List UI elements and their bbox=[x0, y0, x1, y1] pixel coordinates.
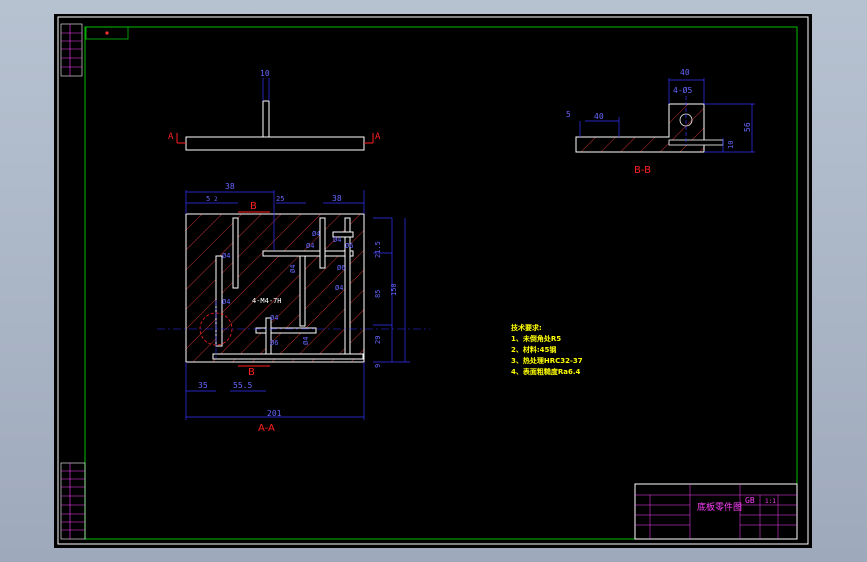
b-dim-40-mid: 40 bbox=[594, 112, 604, 121]
tech-notes-heading: 技术要求: bbox=[511, 323, 542, 332]
section-a-caption: A-A bbox=[258, 423, 275, 434]
dim-25: 25 bbox=[276, 195, 284, 203]
outer-frame bbox=[57, 16, 809, 545]
part-name: 底板零件图 bbox=[697, 501, 742, 513]
hole-label-3: Ø4 bbox=[306, 242, 314, 250]
section-b-caption: B-B bbox=[634, 165, 651, 176]
hole-label-6: Ø4 bbox=[270, 314, 278, 322]
hole-label-12: Ø4 bbox=[333, 236, 341, 244]
plan-view[interactable]: 38 5 2 25 38 21.5 85 150 29 9 35 55.5 20… bbox=[157, 182, 430, 434]
inner-frame bbox=[84, 26, 798, 540]
tech-note-3: 3、热处理HRC32-37 bbox=[511, 356, 583, 365]
section-a-left-label: A bbox=[168, 132, 174, 142]
b-dim-holes: 4-Ø5 bbox=[673, 85, 692, 95]
dim-150: 150 bbox=[390, 283, 398, 296]
section-b-top-label: B bbox=[250, 201, 257, 212]
hole-label-10: Ø4 bbox=[312, 230, 320, 238]
part-code: GB bbox=[745, 496, 755, 505]
b-dim-40-top: 40 bbox=[680, 68, 690, 77]
dim-85: 85 bbox=[374, 290, 382, 298]
dim-38-right: 38 bbox=[332, 194, 342, 203]
tech-note-1: 1、未倒角处R5 bbox=[511, 334, 561, 343]
left-strip-bottom bbox=[60, 462, 86, 540]
dim-9: 9 bbox=[374, 364, 382, 368]
b-dim-5: 5 bbox=[566, 110, 571, 119]
section-b-bottom-label: B bbox=[248, 367, 255, 378]
hole-label-5: Ø4 bbox=[335, 284, 343, 292]
hole-label-1: Ø4 bbox=[222, 252, 230, 260]
hole-label-9: Ø6 bbox=[345, 242, 353, 250]
dim-5: 5 bbox=[206, 195, 210, 203]
dim-29: 29 bbox=[374, 336, 382, 344]
hole-label-2: Ø4 bbox=[222, 298, 230, 306]
scale-label: 1:1 bbox=[765, 498, 776, 505]
left-strip-top bbox=[60, 23, 83, 77]
front-view[interactable]: 10 A A bbox=[168, 69, 381, 151]
top-mark-box bbox=[85, 26, 129, 40]
dim-55-5: 55.5 bbox=[233, 381, 252, 390]
pin-side bbox=[262, 100, 270, 138]
hole-label-11: Ø4 bbox=[302, 337, 310, 345]
b-dim-56: 56 bbox=[743, 122, 752, 132]
sheet-background bbox=[54, 14, 812, 548]
thread-note: 4-M4-7H bbox=[252, 297, 282, 305]
tech-notes: 技术要求: 1、未倒角处R5 2、材料:45钢 3、热处理HRC32-37 4、… bbox=[511, 323, 583, 376]
section-a-right-label: A bbox=[375, 132, 381, 142]
hole-label-4: Ø4 bbox=[289, 265, 297, 273]
b-dim-10: 10 bbox=[727, 141, 735, 149]
dim-38-left: 38 bbox=[225, 182, 235, 191]
tech-note-2: 2、材料:45钢 bbox=[511, 345, 556, 354]
hole-label-7: Ø6 bbox=[270, 339, 278, 347]
pin-width-dim: 10 bbox=[260, 69, 270, 78]
dim-5-sub: 2 bbox=[214, 196, 218, 203]
title-block[interactable]: 底板零件图 GB 1:1 bbox=[634, 483, 798, 540]
section-b-view[interactable]: 40 4-Ø5 5 40 56 10 B-B bbox=[566, 68, 755, 176]
dim-35: 35 bbox=[198, 381, 208, 390]
tech-note-4: 4、表面粗糙度Ra6.4 bbox=[511, 367, 581, 376]
hole-label-8: Ø6 bbox=[337, 264, 345, 272]
dim-21-5: 21.5 bbox=[374, 241, 382, 258]
dim-201: 201 bbox=[267, 409, 282, 418]
